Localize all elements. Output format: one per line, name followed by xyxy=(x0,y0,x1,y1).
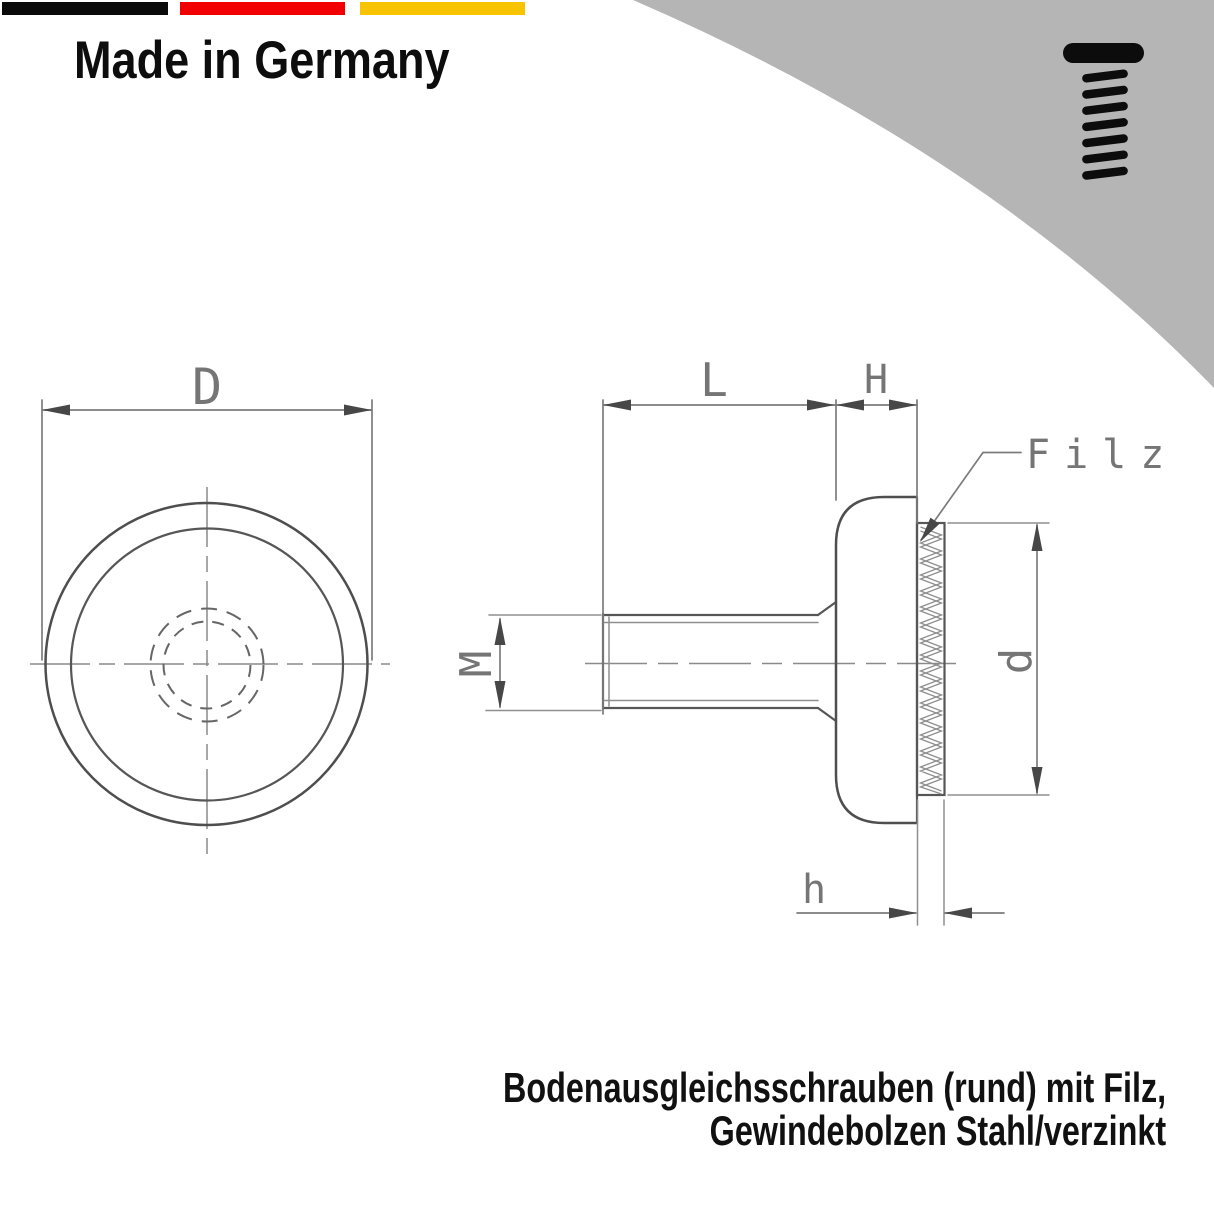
dimension-H: H xyxy=(835,357,918,524)
felt-pad xyxy=(915,521,946,797)
front-view: D xyxy=(30,358,390,858)
dim-label-H: H xyxy=(864,357,888,403)
product-caption: Bodenausgleichsschrauben (rund) mit Filz… xyxy=(503,1066,1166,1152)
felt-label: Filz xyxy=(1026,432,1178,478)
dimension-L: L xyxy=(602,353,918,715)
dim-label-d: d xyxy=(991,648,1042,675)
bolt-shank xyxy=(601,600,838,723)
dim-label-h: h xyxy=(802,867,826,913)
knob-head xyxy=(834,495,917,825)
felt-pad-circle xyxy=(69,527,345,802)
dimension-h: h xyxy=(796,799,1005,926)
flag-stripe-gold xyxy=(360,2,525,15)
caption-line-1: Bodenausgleichsschrauben (rund) mit Filz… xyxy=(502,1064,1166,1111)
thread-major-circle xyxy=(149,607,265,723)
knob-outer-circle xyxy=(44,501,369,827)
made-in-germany-title: Made in Germany xyxy=(74,31,450,90)
flag-stripe-red xyxy=(180,2,345,15)
german-flag xyxy=(0,2,540,16)
shank-head-cone xyxy=(816,600,838,723)
side-view: L H M d xyxy=(451,353,1178,926)
flag-stripe-black xyxy=(2,2,168,15)
dimension-d: d xyxy=(947,522,1050,796)
caption-line-2: Gewindebolzen Stahl/verzinkt xyxy=(709,1107,1166,1154)
dimension-D: D xyxy=(41,358,373,661)
dim-label-L: L xyxy=(700,353,728,407)
dim-label-M: M xyxy=(451,651,502,678)
felt-callout: Filz xyxy=(920,432,1178,542)
dim-label-D: D xyxy=(192,358,222,416)
thread-minor-circle xyxy=(162,620,252,710)
dimension-M: M xyxy=(451,614,602,712)
